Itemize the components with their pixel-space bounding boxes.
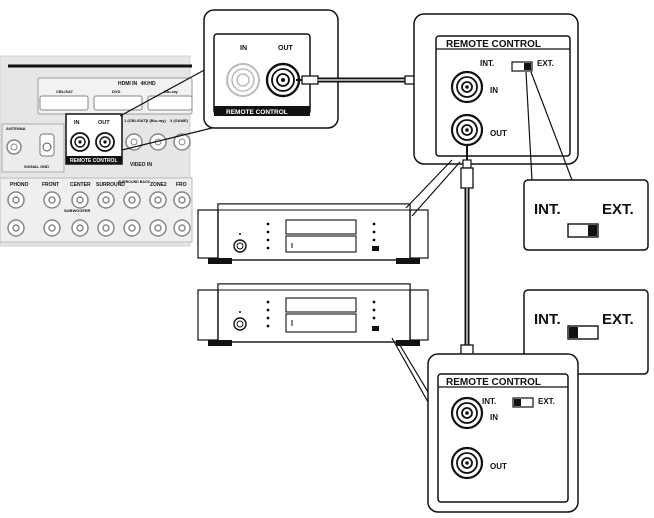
hdmi-input-1-label: CBL/SAT: [56, 89, 74, 94]
zoom-connector-lines: [119, 67, 213, 151]
zoom-receiver-remote: IN OUT REMOTE CONTROL: [203, 9, 339, 129]
svg-text:HDMI IN 4K/HD: HDMI IN 4K/HD: [118, 81, 156, 87]
top-panel-in-jack[interactable]: [450, 70, 484, 104]
jack-label-phono: PHONO: [10, 182, 28, 188]
player-top-display: [285, 235, 357, 253]
zoom-remote-control-label: REMOTE CONTROL: [226, 109, 288, 116]
remote-cable-vertical: [460, 145, 474, 388]
switch-zoom-top: INT. EXT.: [523, 179, 649, 251]
bottom-panel-int-label: INT.: [482, 397, 496, 406]
top-panel-out-jack[interactable]: [450, 113, 484, 147]
top-panel-out-label: OUT: [490, 129, 507, 138]
receiver-remote-jacks: IN OUT REMOTE CONTROL: [65, 113, 123, 165]
receiver-rear-panel: HDMI IN 4K/HD CBL/SAT DVD Blu-ray ANTENN…: [0, 55, 193, 247]
bottom-panel-in-label: IN: [490, 413, 498, 422]
top-panel-int-label: INT.: [480, 59, 494, 68]
zoom-out-label: OUT: [278, 45, 294, 52]
subwoofer-label: SUBWOOFER: [64, 208, 91, 213]
signal-gnd-label: SIGNAL GND: [24, 164, 49, 169]
top-jack-label-2: 2 (Blu-ray): [146, 118, 166, 123]
top-jack-label-3: 3 (GAME): [170, 118, 189, 123]
hdmi-in-suffix: 4K/HD: [141, 81, 156, 87]
top-jack-label-1: 1 (CBL/SAT): [124, 118, 148, 123]
switch-top-int-label: INT.: [534, 201, 561, 218]
top-panel-ext-label: EXT.: [537, 59, 554, 68]
jack-label-surround-back: SURROUND BACK: [118, 180, 151, 184]
hdmi-input-2-label: DVD: [112, 89, 121, 94]
receiver-in-label: IN: [74, 120, 80, 126]
bottom-panel-switch[interactable]: [512, 397, 534, 408]
player-bottom-disc-tray: [285, 297, 357, 313]
antenna-label: ANTENNA: [6, 126, 26, 131]
receiver-out-label: OUT: [98, 120, 110, 126]
player-bottom: [197, 283, 429, 346]
receiver-remote-control-label: REMOTE CONTROL: [70, 158, 118, 164]
player-bottom-display: [285, 313, 357, 333]
player-top-disc-tray: [285, 219, 357, 235]
jack-label-surround: SURROUND: [96, 182, 125, 188]
speaker-jacks-section: PHONO FRONT CENTER SURROUND SURROUND BAC…: [0, 177, 193, 243]
hdmi-section: HDMI IN 4K/HD CBL/SAT DVD Blu-ray: [37, 77, 193, 115]
top-player-remote-panel: REMOTE CONTROL INT. EXT. IN OUT: [413, 13, 579, 165]
top-player-callout-lines: [405, 159, 461, 217]
top-switch-callout-lines: [525, 71, 573, 181]
hdmi-in-label: HDMI IN: [118, 81, 138, 87]
bottom-panel-out-jack[interactable]: [450, 446, 484, 480]
bottom-panel-ext-label: EXT.: [538, 397, 555, 406]
switch-top-ext-label: EXT.: [602, 201, 634, 218]
jack-label-zone2: ZONE2: [150, 182, 167, 188]
video-in-label: VIDEO IN: [130, 162, 152, 168]
bottom-panel-title: REMOTE CONTROL: [446, 377, 541, 388]
zoom-in-label: IN: [240, 45, 247, 52]
bottom-panel-out-label: OUT: [490, 462, 507, 471]
zoom-in-jack: [226, 63, 260, 97]
video-in-section: 1 (CBL/SAT) 2 (Blu-ray) 3 (GAME) VIDEO I…: [124, 118, 191, 168]
top-panel-switch[interactable]: [511, 61, 533, 72]
bottom-player-remote-panel: REMOTE CONTROL INT. EXT. IN OUT: [427, 353, 579, 513]
antenna-section: ANTENNA SIGNAL GND: [1, 123, 65, 173]
jack-label-front: FRONT: [42, 182, 59, 188]
top-panel-title: REMOTE CONTROL: [446, 39, 541, 50]
top-panel-in-label: IN: [490, 86, 498, 95]
switch-zoom-bottom: INT. EXT.: [523, 289, 649, 375]
switch-bottom-int-label: INT.: [534, 311, 561, 328]
hdmi-input-3-label: Blu-ray: [164, 89, 179, 94]
switch-bottom-ext-label: EXT.: [602, 311, 634, 328]
jack-label-center: CENTER: [70, 182, 91, 188]
zoom-out-jack: [265, 62, 301, 98]
bottom-panel-in-jack[interactable]: [450, 396, 484, 430]
jack-label-fro: FRO: [176, 182, 187, 188]
player-top: [197, 203, 429, 264]
